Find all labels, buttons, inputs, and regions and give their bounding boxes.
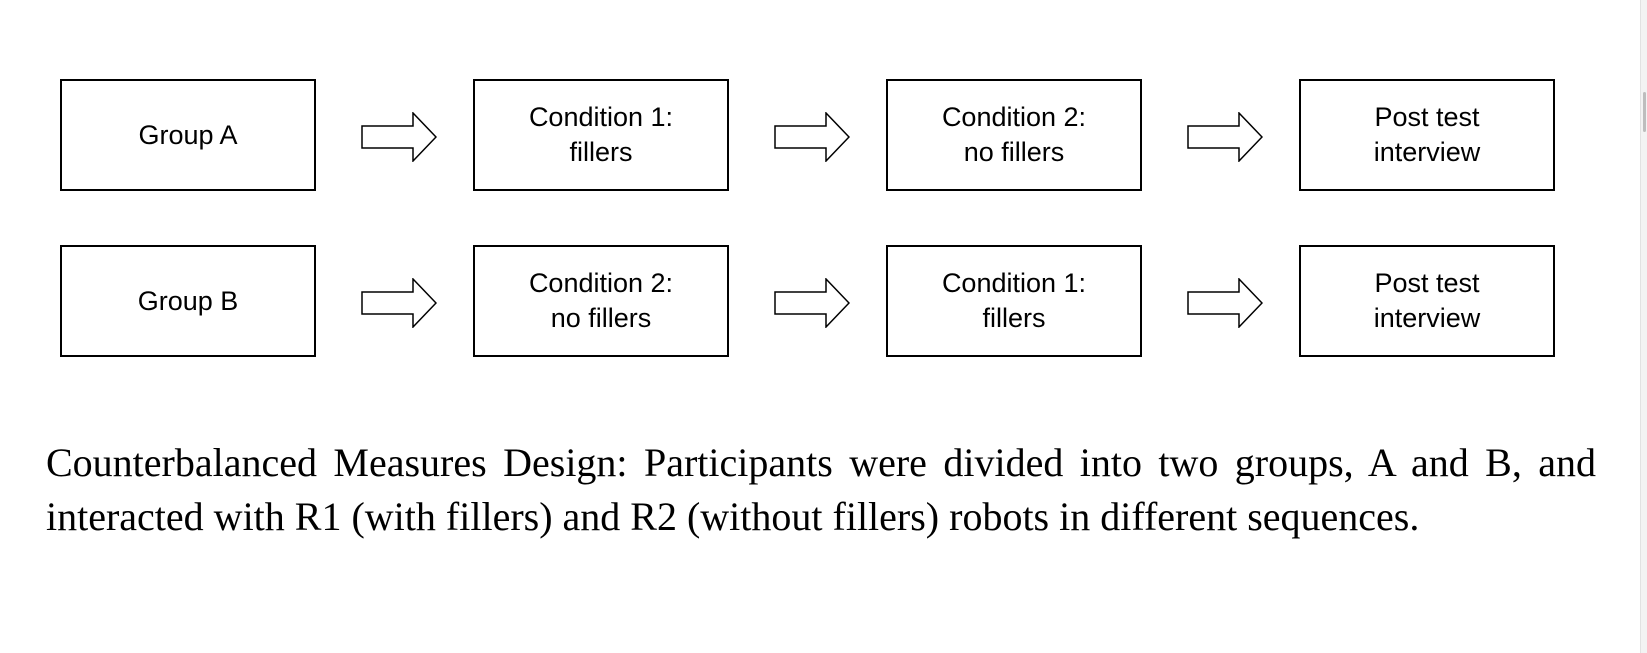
group-a-step1-label: Condition 1: fillers <box>528 102 674 167</box>
scrollbar-thumb[interactable] <box>1643 92 1646 132</box>
group-b-step3-label: Post test interview <box>1373 268 1481 333</box>
figure-caption: Counterbalanced Measures Design: Partici… <box>46 440 1596 539</box>
group-b-step3-box: Post test interview <box>1299 245 1555 357</box>
group-b-box: Group B <box>60 245 316 357</box>
group-a-label: Group A <box>138 119 238 150</box>
scrollbar[interactable] <box>1640 0 1647 653</box>
arrow-right-icon <box>1187 112 1263 162</box>
arrow-right-icon <box>774 112 850 162</box>
group-b-label: Group B <box>137 285 239 316</box>
group-a-step3-label: Post test interview <box>1373 102 1481 167</box>
arrow-right-icon <box>1187 278 1263 328</box>
arrow-right-icon <box>361 278 437 328</box>
group-a-step3-box: Post test interview <box>1299 79 1555 191</box>
group-a-step1-box: Condition 1: fillers <box>473 79 729 191</box>
arrow-right-icon <box>361 112 437 162</box>
group-a-box: Group A <box>60 79 316 191</box>
group-b-step2-box: Condition 1: fillers <box>886 245 1142 357</box>
group-a-step2-label: Condition 2: no fillers <box>941 102 1087 167</box>
group-b-step1-box: Condition 2: no fillers <box>473 245 729 357</box>
group-b-step1-label: Condition 2: no fillers <box>528 268 674 333</box>
group-a-step2-box: Condition 2: no fillers <box>886 79 1142 191</box>
arrow-right-icon <box>774 278 850 328</box>
group-b-step2-label: Condition 1: fillers <box>941 268 1087 333</box>
flow-diagram: Group A Condition 1: fillers Condition 2… <box>60 79 1555 357</box>
